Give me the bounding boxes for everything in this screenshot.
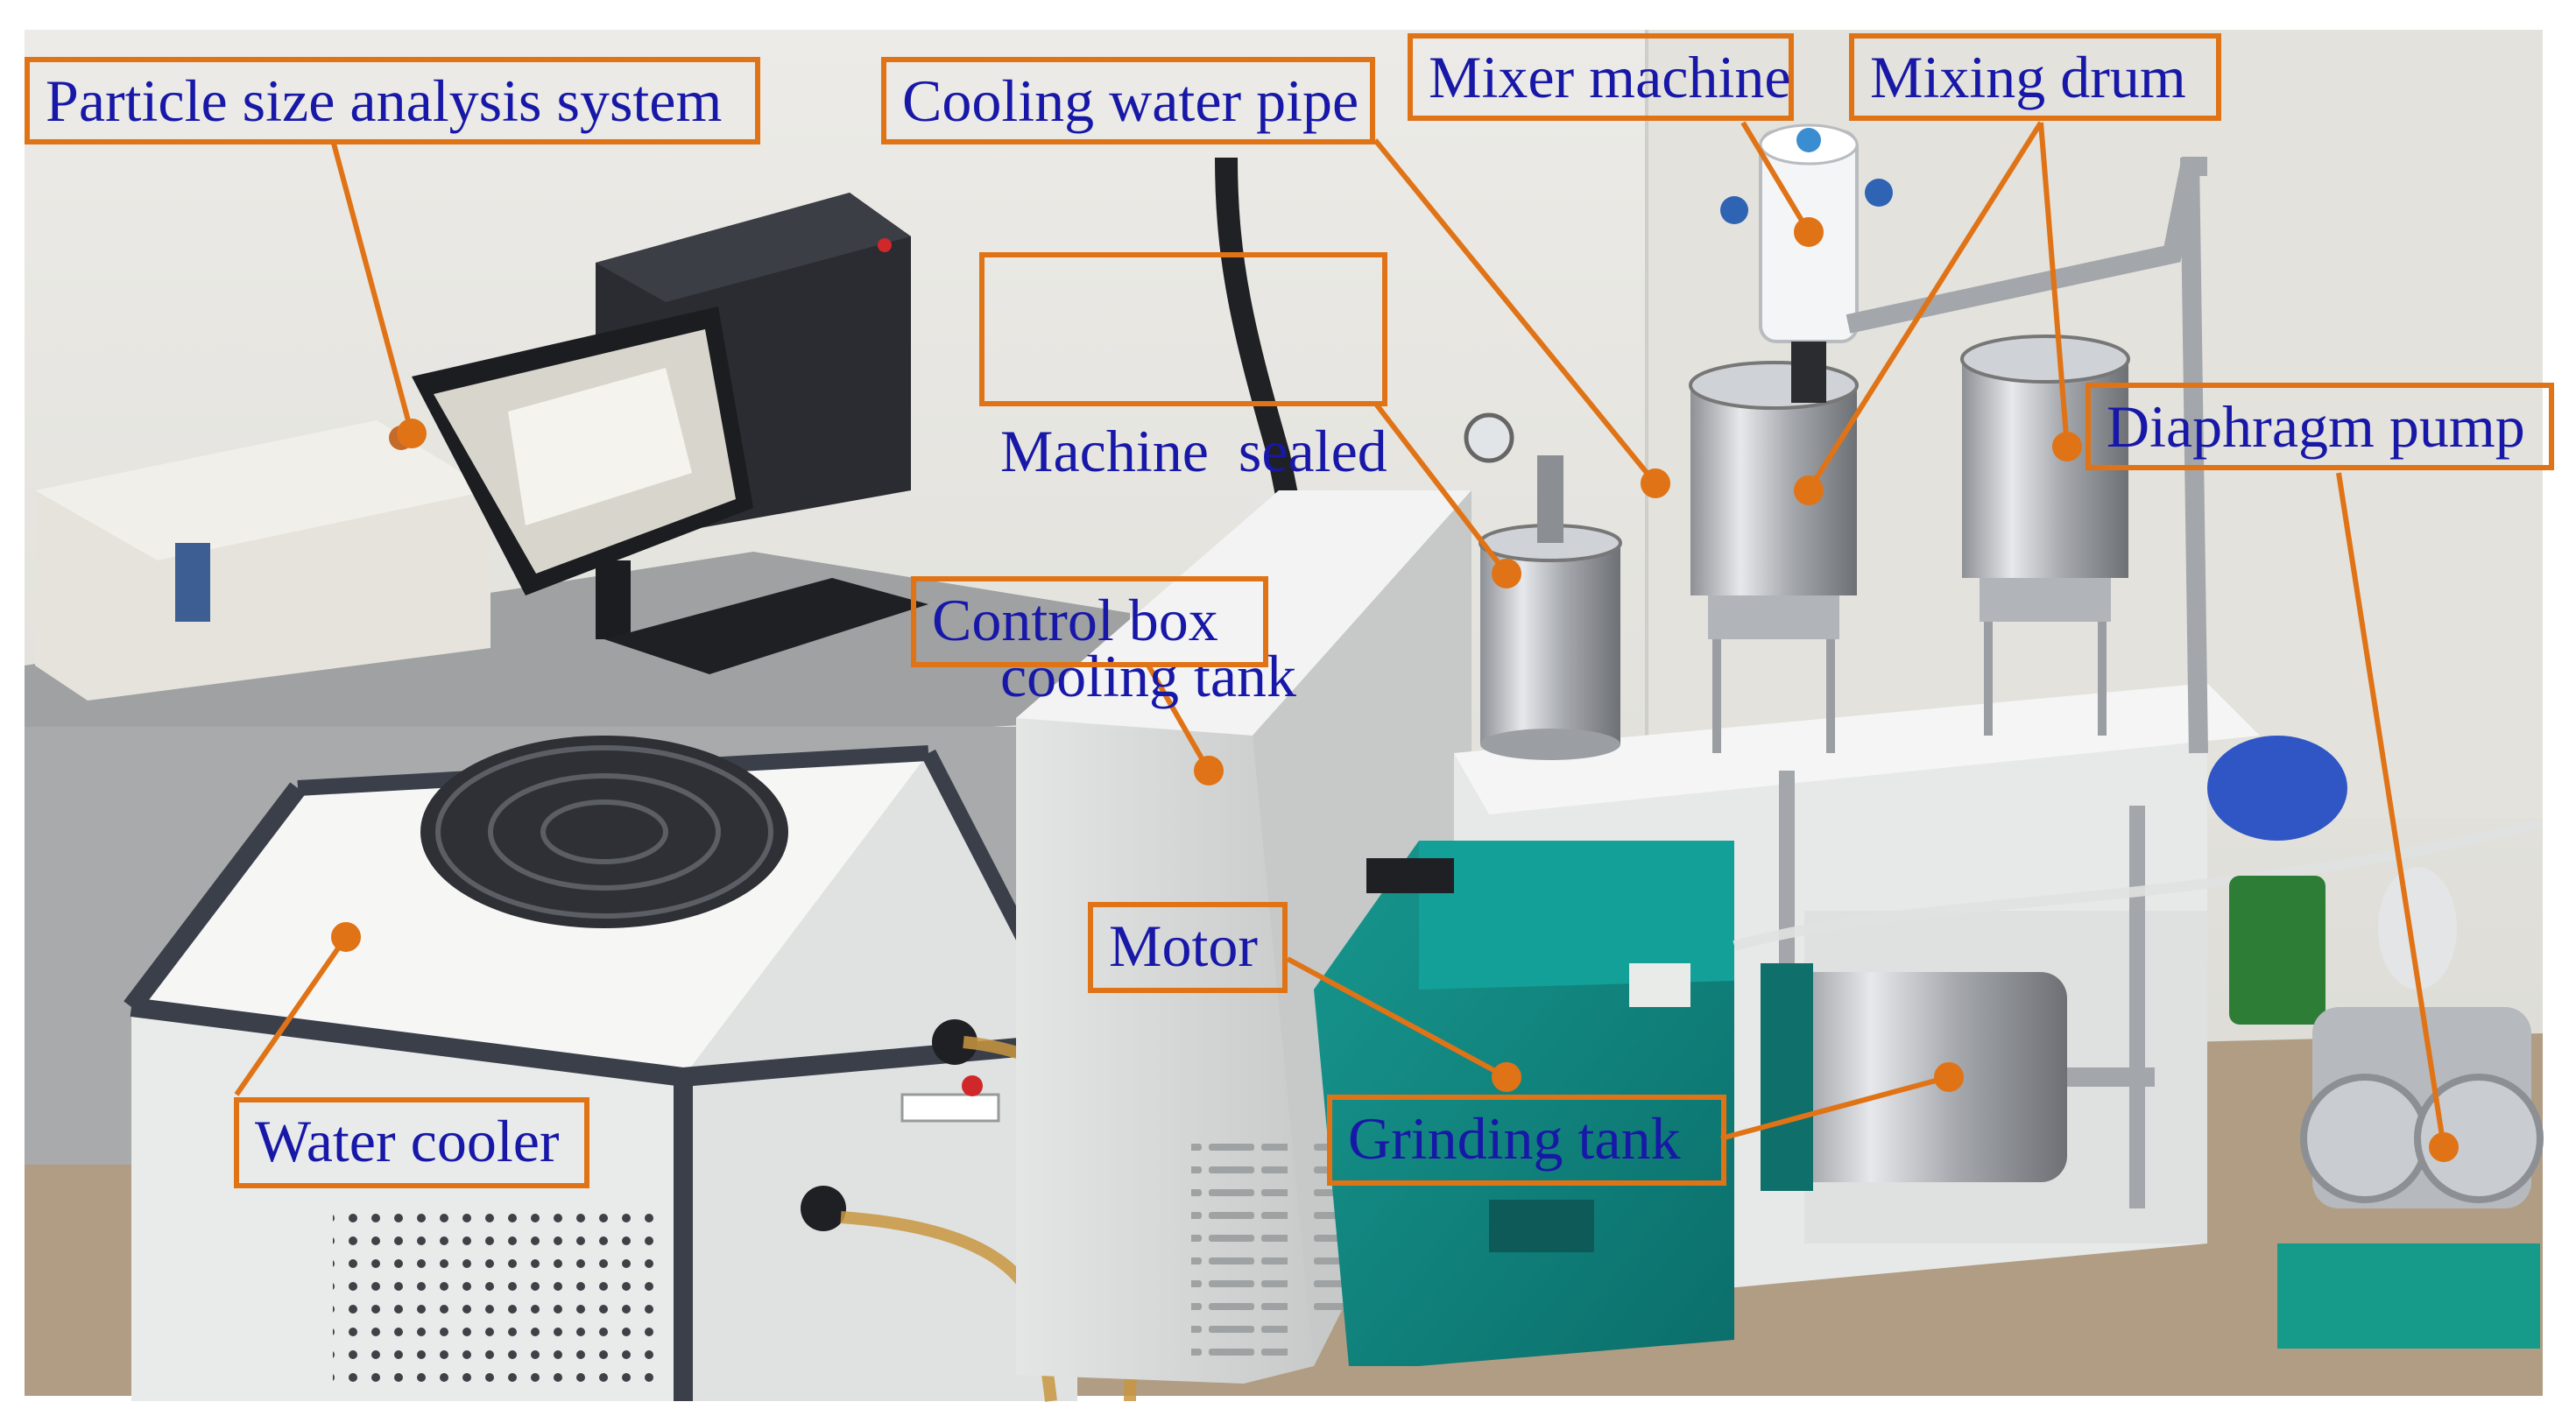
leader-dot-diaphragm-pump [2429, 1132, 2459, 1162]
leader-mixer-machine [1740, 121, 1811, 234]
leader-dot-grinding-tank [1934, 1062, 1964, 1092]
leader-dot-mixer-machine [1794, 217, 1824, 247]
label-water-cooler: Water cooler [234, 1097, 589, 1188]
leader-mixing-drum-1 [1806, 121, 2043, 492]
label-mixer-machine: Mixer machine [1408, 33, 1794, 121]
leader-dot-particle-size [397, 419, 427, 448]
black-hose [1215, 157, 1308, 546]
leader-dot-sealed-tank [1492, 559, 1521, 588]
monitor [412, 306, 753, 639]
label-cooling-water-pipe: Cooling water pipe [881, 57, 1375, 144]
label-motor: Motor [1088, 902, 1288, 993]
leader-grinding-tank [1720, 1074, 1950, 1141]
label-diaphragm-pump: Diaphragm pump [2086, 383, 2554, 470]
leader-dot-cooling-pipe [1641, 468, 1670, 498]
label-control-box: Control box [911, 576, 1268, 667]
leader-dot-control-box [1194, 756, 1224, 785]
diaphragm-pump [2277, 867, 2544, 1349]
particle-size-analyzer [35, 420, 490, 701]
leader-mixing-drum-2 [2038, 122, 2070, 447]
label-machine-sealed-line-1: Machine sealed [1000, 418, 1387, 485]
leader-cooling-pipe [1373, 138, 1658, 485]
leader-particle-size [330, 139, 414, 434]
water-cooler-unit [124, 736, 1085, 1401]
leader-diaphragm-pump [2336, 472, 2446, 1148]
leader-dot-motor [1492, 1062, 1521, 1092]
keyboard [604, 578, 928, 674]
leader-motor [1286, 956, 1508, 1080]
leader-dot-mixing-drum-1 [1794, 476, 1824, 505]
label-machine-sealed-cooling-tank: Machine sealed cooling tank [979, 252, 1387, 709]
green-container [2229, 876, 2325, 1025]
leader-dot-water-cooler [331, 922, 361, 952]
blue-cloth [2207, 736, 2347, 841]
label-mixing-drum: Mixing drum [1849, 33, 2221, 121]
leader-water-cooler [234, 935, 349, 1096]
grinding-machine-teal [1314, 841, 1734, 1366]
label-grinding-tank: Grinding tank [1327, 1095, 1726, 1186]
leader-dot-mixing-drum-2 [2052, 432, 2082, 461]
label-particle-size-analysis-system: Particle size analysis system [25, 57, 760, 144]
label-machine-sealed-line-2: cooling tank [1000, 643, 1297, 710]
leader-control-box [1145, 662, 1211, 772]
leader-sealed-tank [1373, 401, 1509, 575]
